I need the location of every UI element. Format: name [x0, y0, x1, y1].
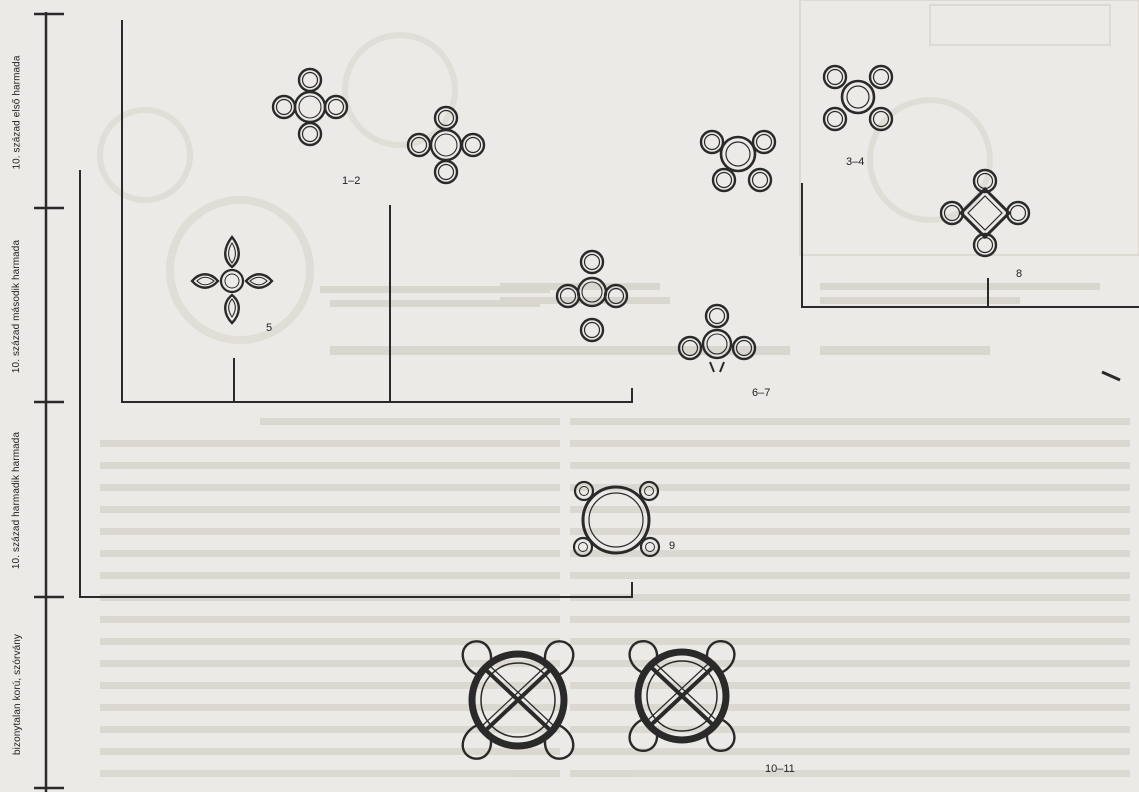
ornament-2 [406, 105, 486, 185]
group-brackets [79, 20, 1139, 598]
timeline-axis [34, 12, 64, 792]
ornament-3 [699, 129, 777, 193]
figure-label-6-7: 6–7 [752, 387, 771, 399]
page-mark [1101, 370, 1121, 382]
ornament-4 [822, 64, 894, 132]
figure-label-3-4: 3–4 [846, 156, 865, 168]
period-label-second: 10. század második harmada [11, 239, 23, 373]
figure-label-1-2: 1–2 [342, 175, 361, 187]
figure-label-10-11: 10–11 [765, 763, 795, 775]
ornament-9 [572, 480, 661, 558]
background-ghost-layer [97, 0, 1139, 777]
ornament-8 [939, 168, 1031, 258]
ornament-1 [271, 67, 349, 147]
figure-label-9: 9 [669, 540, 676, 552]
figure-label-8: 8 [1016, 268, 1023, 280]
ornament-6 [555, 249, 629, 343]
period-label-first: 10. század első harmada [11, 54, 23, 170]
ornament-5 [190, 235, 274, 325]
ornament-11 [628, 640, 736, 752]
ornament-7 [677, 303, 757, 373]
figure-label-5: 5 [266, 322, 273, 334]
period-label-uncertain: bizonytalan korú, szórvány [11, 633, 23, 755]
ornament-10 [461, 640, 575, 760]
period-label-third: 10. század harmadik harmada [11, 431, 23, 569]
